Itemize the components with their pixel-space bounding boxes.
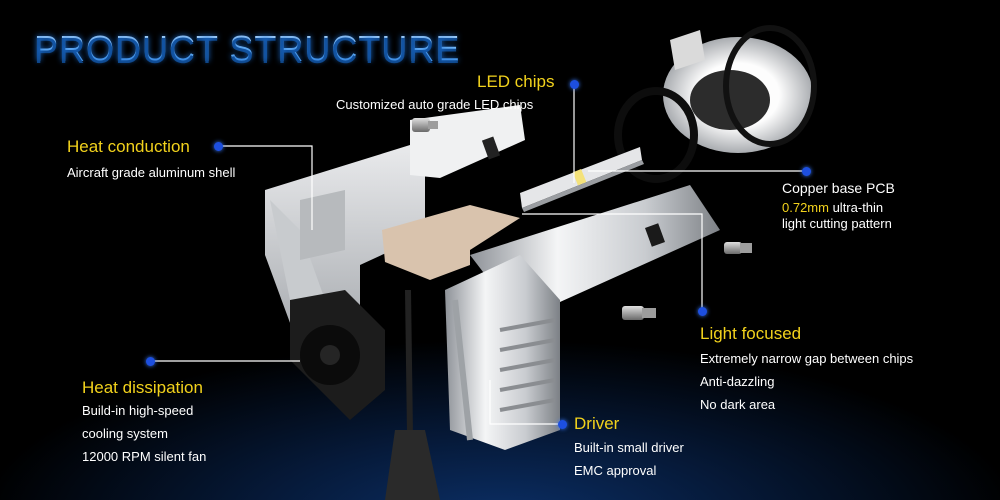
light-focused-line-3: No dark area xyxy=(700,397,776,412)
right-aluminum-body xyxy=(445,185,720,450)
light-focused-line-2: Anti-dazzling xyxy=(700,374,775,389)
copper-pcb-strip xyxy=(520,147,644,212)
heat-dissipation-line-3: 12000 RPM silent fan xyxy=(82,449,207,464)
base-ring xyxy=(663,30,813,153)
copper-pcb-line-1: 0.72mm ultra-thin xyxy=(782,196,883,219)
o-ring-back xyxy=(723,25,817,147)
driver-dot xyxy=(558,420,567,429)
led-chips-heading: LED chips xyxy=(477,72,555,91)
led-chips-dot xyxy=(570,80,579,89)
driver-line-2: EMC approval xyxy=(574,463,657,478)
page-title: PRODUCT STRUCTURE xyxy=(34,28,461,69)
o-ring-front xyxy=(614,87,698,183)
heat-dissipation-heading: Heat dissipation xyxy=(82,378,203,397)
heat-dissipation-line-1: Build-in high-speed xyxy=(82,403,194,418)
heat-dissipation-line-2: cooling system xyxy=(82,426,168,441)
light-focused-heading: Light focused xyxy=(700,324,802,343)
heat-dissipation-dot xyxy=(146,357,155,366)
led-chips-line-1: Customized auto grade LED chips xyxy=(336,97,534,112)
heat-conduction-heading: Heat conduction xyxy=(67,137,190,156)
copper-pcb-line-1-rest: ultra-thin xyxy=(828,200,884,215)
copper-pcb-heading: Copper base PCB xyxy=(782,180,895,196)
copper-pcb-line-2: light cutting pattern xyxy=(782,216,892,231)
driver-line-1: Built-in small driver xyxy=(574,440,684,455)
copper-pcb-dot xyxy=(802,167,811,176)
screw-top xyxy=(412,118,438,132)
screw-middle xyxy=(622,306,656,320)
copper-pcb-thickness: 0.72mm xyxy=(782,200,829,215)
screw-right xyxy=(724,242,752,254)
heat-conduction-dot xyxy=(214,142,223,151)
heat-conduction-line-1: Aircraft grade aluminum shell xyxy=(67,165,236,180)
light-focused-line-1: Extremely narrow gap between chips xyxy=(700,351,914,366)
driver-board xyxy=(382,205,520,280)
power-cable xyxy=(385,289,440,500)
leader-lines xyxy=(150,84,806,425)
light-focused-dot xyxy=(698,307,707,316)
driver-heading: Driver xyxy=(574,414,620,433)
cooling-fan xyxy=(290,290,385,420)
